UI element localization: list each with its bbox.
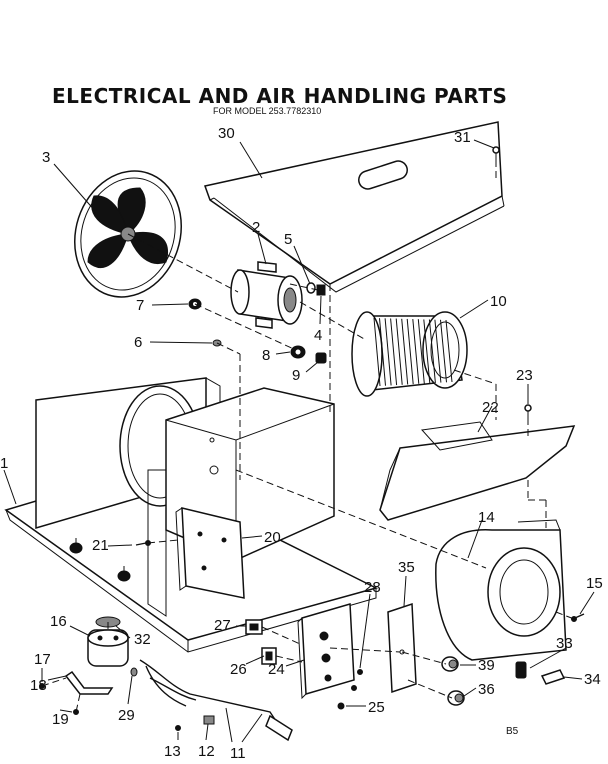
retainer-5 (306, 282, 316, 294)
blower-slat (440, 319, 447, 383)
callout-17: 17 (34, 651, 51, 668)
callout-10: 10 (490, 293, 507, 310)
blower-slat (395, 318, 403, 385)
callout-2: 2 (252, 219, 260, 236)
callout-12: 12 (198, 743, 215, 760)
callout-28: 28 (364, 579, 381, 596)
knob-36 (447, 690, 465, 706)
callout-27: 27 (214, 617, 231, 634)
callout-20: 20 (264, 529, 281, 546)
blower-slat (412, 319, 420, 384)
callout-11: 11 (230, 745, 246, 762)
callout-30: 30 (218, 125, 235, 142)
callout-18: 18 (30, 677, 47, 694)
capacitor-16 (87, 629, 129, 667)
screw-28 (351, 669, 363, 691)
switch-actuator-34 (540, 669, 566, 685)
screw-19 (73, 709, 79, 715)
callout-16: 16 (50, 613, 67, 630)
blower-wheel (351, 311, 468, 397)
callout-1: 1 (0, 455, 8, 472)
callout-13: 13 (164, 743, 181, 760)
callout-9: 9 (292, 367, 300, 384)
grommet-29 (130, 667, 138, 677)
blower-housing (435, 519, 567, 661)
set-screw-9 (315, 352, 327, 364)
screw-21 (135, 540, 151, 546)
control-panel-24 (297, 603, 355, 700)
callout-8: 8 (262, 347, 270, 364)
callout-15: 15 (586, 575, 603, 592)
callout-23: 23 (516, 367, 533, 384)
blower-slat (401, 318, 409, 385)
blower-slat (406, 318, 414, 385)
blower-slat (417, 319, 425, 384)
blower-slat (379, 318, 386, 386)
nut-8 (290, 345, 306, 359)
callout-26: 26 (230, 661, 247, 678)
blower-slat (373, 317, 381, 387)
screw-31 (492, 146, 500, 160)
callout-39: 39 (478, 657, 495, 674)
relay-27 (245, 619, 263, 635)
capacitor-strap-18 (64, 670, 114, 695)
assembly-lines (41, 160, 575, 713)
callout-33: 33 (556, 635, 573, 652)
callout-5: 5 (284, 231, 292, 248)
blower-slat (384, 318, 392, 386)
blower-slat (390, 318, 398, 386)
callout-29: 29 (118, 707, 135, 724)
deflector-panel-22 (379, 421, 576, 521)
blower-slat (428, 319, 436, 383)
control-nameplate-35 (387, 602, 417, 694)
motor-bracket-4 (316, 284, 326, 296)
callout-7: 7 (136, 297, 144, 314)
fan-motor (230, 261, 303, 329)
callout-4: 4 (314, 327, 322, 344)
callout-6: 6 (134, 334, 142, 351)
callout-34: 34 (584, 671, 601, 688)
blower-slat (423, 319, 431, 384)
callout-21: 21 (92, 537, 109, 554)
screw-15 (571, 613, 585, 622)
switch-33 (515, 661, 527, 679)
screw-25 (337, 702, 345, 710)
blower-slat (434, 319, 442, 383)
callout-22: 22 (482, 399, 499, 416)
callout-labels: 1 2 3 4 5 6 7 8 9 10 11 12 13 14 15 16 1… (0, 125, 603, 762)
knob-39 (441, 656, 459, 672)
callout-35: 35 (398, 559, 415, 576)
callout-14: 14 (478, 509, 495, 526)
screw-23 (524, 404, 532, 418)
callout-3: 3 (42, 149, 50, 166)
terminal-26 (261, 647, 277, 665)
sheet-code: B5 (506, 726, 519, 737)
callout-19: 19 (52, 711, 69, 728)
leader-lines (3, 139, 595, 743)
control-bracket-20 (175, 507, 245, 599)
model-subtitle: FOR MODEL 253.7782310 (213, 106, 322, 116)
ground-screw-13 (175, 725, 181, 731)
blower-slat (445, 319, 453, 383)
wire-clip-12 (203, 715, 215, 725)
callout-32: 32 (134, 631, 151, 648)
callout-36: 36 (478, 681, 495, 698)
callout-24: 24 (268, 661, 285, 678)
page-title: ELECTRICAL AND AIR HANDLING PARTS (52, 84, 508, 108)
wire-harness-11 (139, 659, 293, 742)
callout-31: 31 (454, 129, 471, 146)
top-cover-panel (204, 121, 505, 293)
callout-25: 25 (368, 699, 385, 716)
